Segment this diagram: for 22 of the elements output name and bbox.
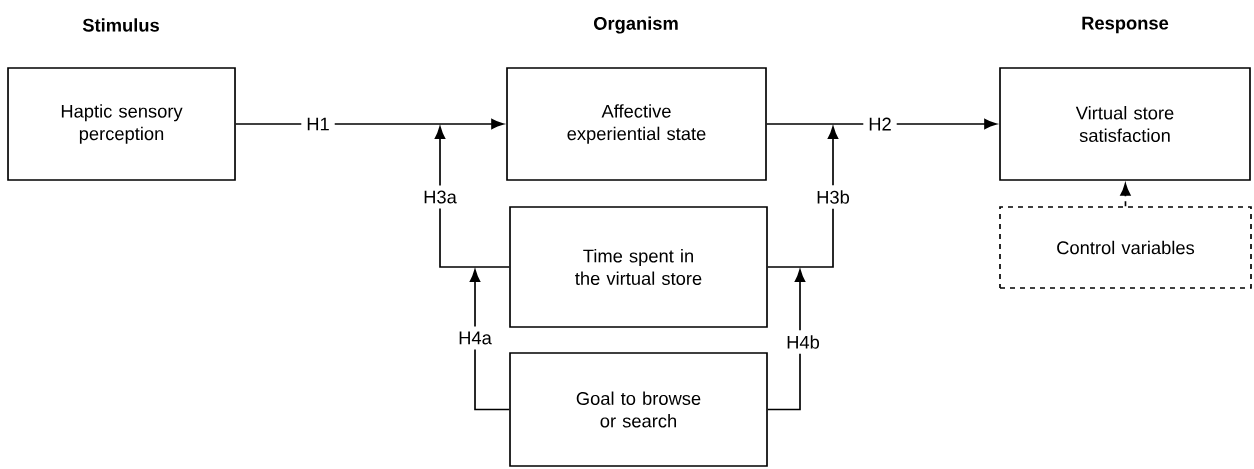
edge-label: H3a [418,185,462,209]
edge-label: H4b [781,330,825,354]
edge-label: H1 [301,112,335,136]
process-box: Affective experiential state [506,67,767,181]
edge-label: H4a [453,326,497,350]
process-box: Virtual store satisfaction [999,67,1251,181]
process-box: Control variables [999,206,1252,289]
arrow [766,118,997,130]
arrow [767,269,806,411]
column-heading: Stimulus [82,18,159,32]
edge-label: H2 [863,112,897,136]
column-heading: Organism [593,16,678,34]
column-heading: Response [1082,16,1169,34]
process-box: Haptic sensory perception [7,67,236,181]
edge-label: H3b [811,185,855,209]
arrow [1120,183,1131,207]
arrow [767,126,839,268]
process-box: Time spent in the virtual store [509,206,768,328]
arrow [434,126,510,268]
process-box: Goal to browse or search [509,352,768,467]
arrow [469,269,510,411]
arrow [235,118,504,130]
